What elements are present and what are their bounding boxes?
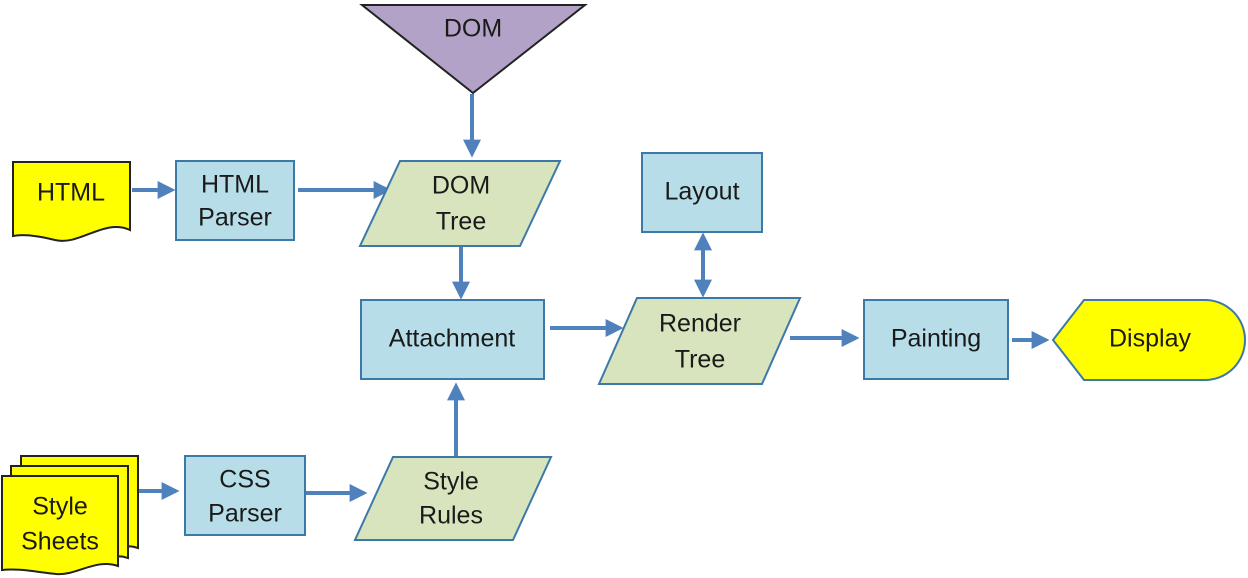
node-html-parser: HTML Parser	[175, 160, 295, 241]
display-label: Display	[1109, 325, 1191, 353]
painting-box	[863, 299, 1009, 380]
dom-tree-label-line1: DOM	[432, 172, 490, 200]
html-parser-box	[175, 160, 295, 241]
node-dom: DOM	[359, 3, 588, 95]
dom-tree-shape	[358, 160, 562, 247]
dom-label: DOM	[444, 15, 502, 43]
render-tree-shape	[597, 297, 802, 385]
style-rules-label-line2: Rules	[419, 502, 483, 530]
node-html: HTML	[12, 161, 131, 242]
node-dom-tree: DOM Tree	[358, 160, 562, 247]
node-render-tree: Render Tree	[597, 297, 802, 385]
attachment-label: Attachment	[389, 325, 516, 353]
node-painting: Painting	[863, 299, 1009, 380]
style-sheets-label-line2: Sheets	[21, 528, 99, 556]
html-document-shape	[12, 161, 131, 242]
attachment-box	[360, 299, 545, 380]
node-style-rules: Style Rules	[353, 456, 553, 541]
html-parser-label-line1: HTML	[201, 171, 269, 199]
html-label: HTML	[37, 179, 105, 207]
style-rules-shape	[353, 456, 553, 541]
html-parser-label-line2: Parser	[198, 204, 272, 232]
render-tree-label-line2: Tree	[675, 346, 725, 374]
css-parser-label-line1: CSS	[219, 466, 270, 494]
node-display: Display	[1051, 299, 1246, 381]
layout-box	[641, 152, 763, 233]
css-parser-label-line2: Parser	[208, 500, 282, 528]
node-css-parser: CSS Parser	[184, 455, 306, 536]
css-parser-box	[184, 455, 306, 536]
display-shape	[1051, 299, 1246, 381]
dom-tree-label-line2: Tree	[436, 208, 486, 236]
painting-label: Painting	[891, 325, 981, 353]
style-sheets-label-line1: Style	[32, 493, 88, 521]
style-sheets-page-1	[1, 475, 119, 576]
render-tree-label-line1: Render	[659, 310, 741, 338]
node-style-sheets: Style Sheets	[1, 455, 139, 576]
node-layout: Layout	[641, 152, 763, 233]
dom-shape	[359, 3, 588, 95]
style-rules-label-line1: Style	[423, 468, 479, 496]
layout-label: Layout	[664, 178, 739, 206]
node-attachment: Attachment	[360, 299, 545, 380]
